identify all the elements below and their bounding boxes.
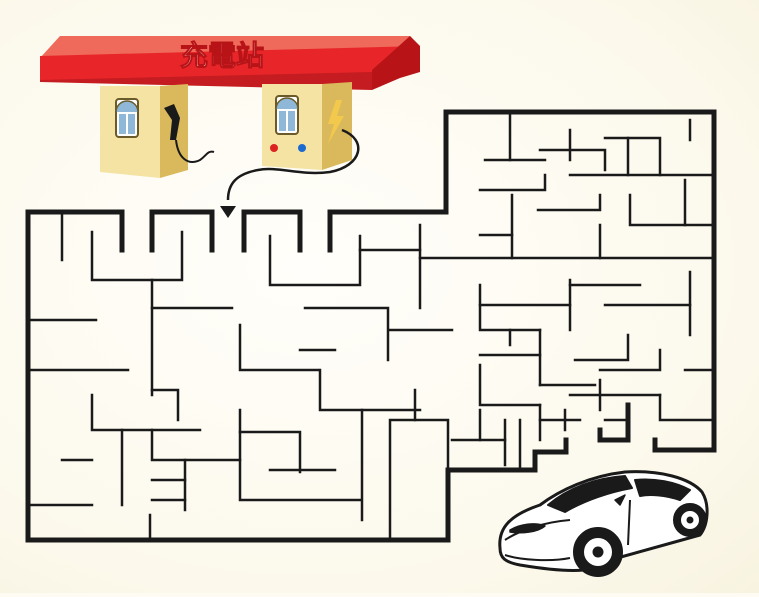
car-side-window <box>634 478 691 501</box>
fuel-nozzle-icon <box>164 104 215 163</box>
maze-inner-walls <box>26 110 717 542</box>
maze-entrance-arrow-icon <box>220 206 236 218</box>
charging-cable <box>226 128 360 201</box>
maze <box>25 109 717 543</box>
car-windshield <box>547 475 633 513</box>
station-roof-front <box>40 46 420 82</box>
blue-indicator-light <box>298 144 306 152</box>
station-roof-top <box>40 36 420 58</box>
ev-charger-booth <box>220 82 360 218</box>
car-body <box>498 470 709 572</box>
red-indicator-light <box>270 144 278 152</box>
car-front-wheel <box>573 527 623 577</box>
station-sign-text: 充電站 <box>180 39 264 72</box>
station-roof-side <box>372 36 420 90</box>
car-headlight <box>509 523 546 534</box>
car-rear-wheel <box>673 503 707 537</box>
lightning-bolt-icon <box>328 100 344 144</box>
charging-station: 充電站 <box>40 36 420 218</box>
fuel-pump-booth <box>100 84 215 178</box>
maze-outer-wall <box>25 109 717 543</box>
electric-car <box>498 470 709 577</box>
